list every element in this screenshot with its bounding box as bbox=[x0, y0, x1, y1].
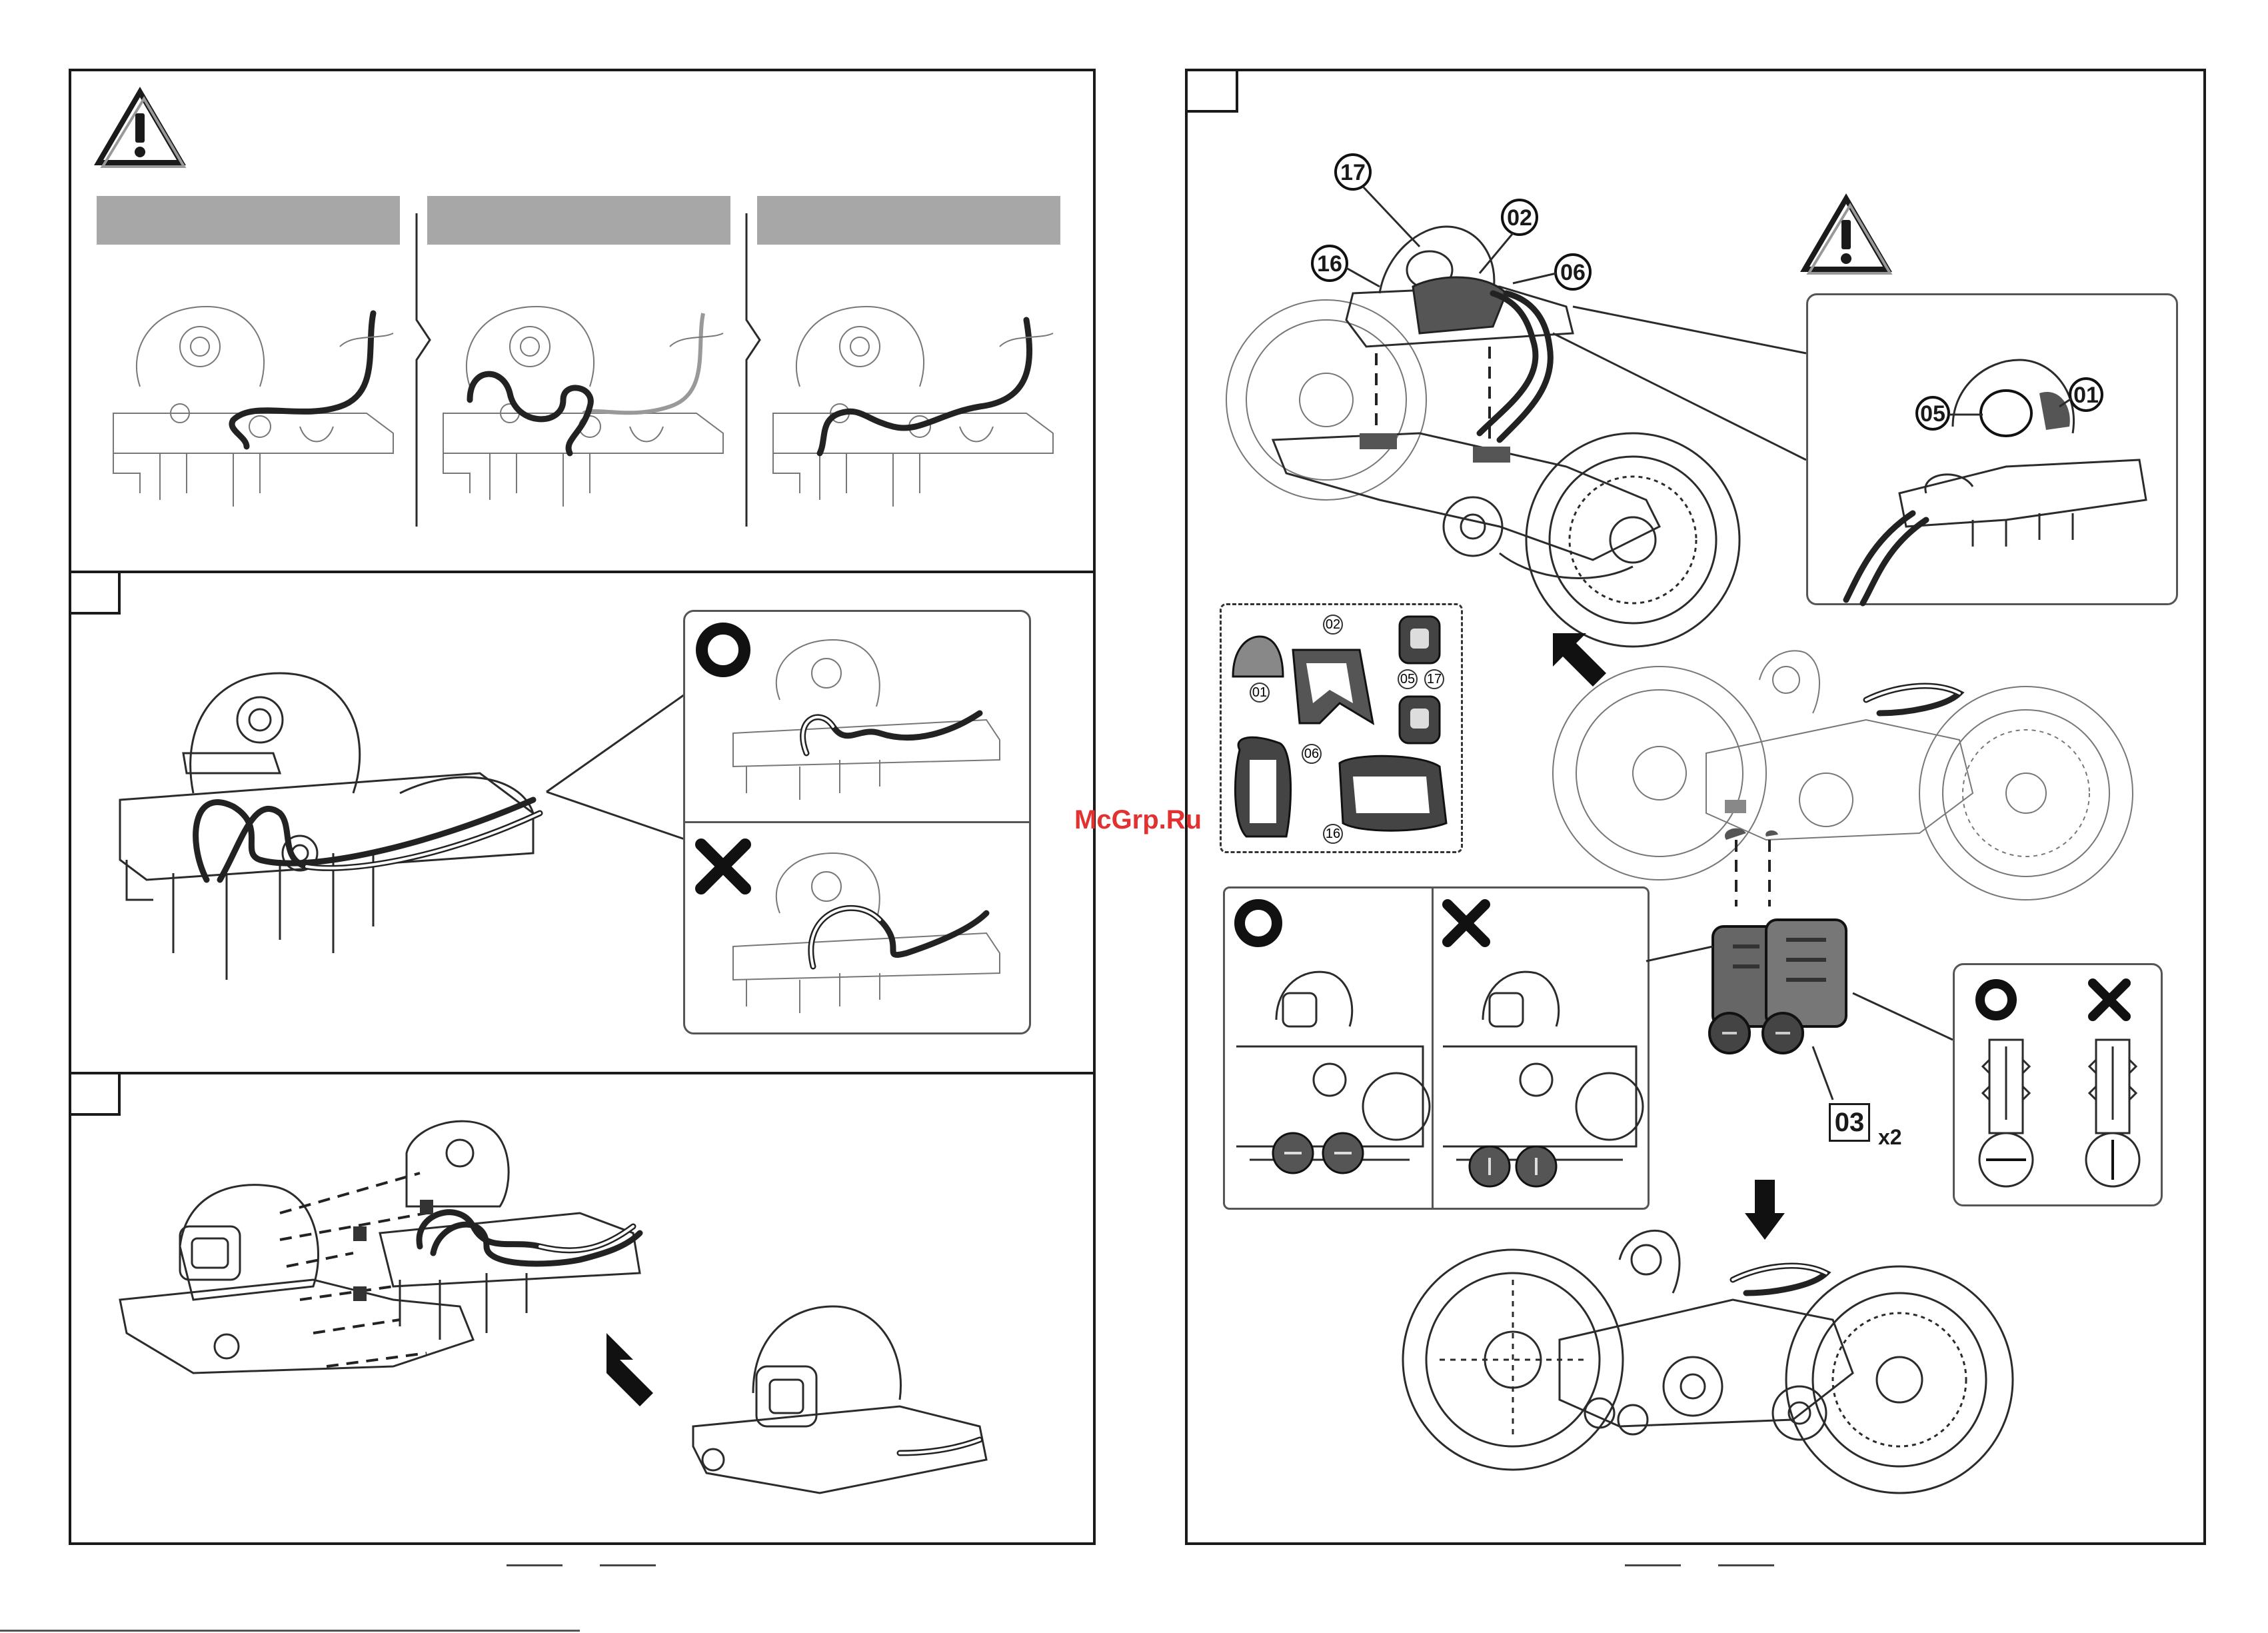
svg-text:06: 06 bbox=[1304, 747, 1319, 761]
watermark: McGrp.Ru bbox=[1074, 805, 1202, 835]
ng-wheel-orientation-illustration bbox=[1436, 946, 1643, 1206]
part-quantity: x2 bbox=[1878, 1125, 1902, 1150]
ok-peg-illustration bbox=[1973, 1033, 2039, 1200]
page-number-line bbox=[1718, 1564, 1774, 1566]
svg-text:01: 01 bbox=[1252, 685, 1267, 700]
svg-text:01: 01 bbox=[2073, 383, 2099, 408]
svg-text:17: 17 bbox=[1340, 160, 1366, 185]
cross-ng-icon bbox=[2086, 976, 2133, 1023]
svg-text:06: 06 bbox=[1560, 260, 1586, 285]
part-label-16: 16 bbox=[1312, 246, 1380, 287]
comparison-divider bbox=[1432, 888, 1434, 1208]
page-number-line bbox=[507, 1564, 563, 1566]
part-label-17: 17 bbox=[1336, 155, 1420, 247]
bike-complete-illustration bbox=[1400, 1213, 2026, 1513]
ok-wire-illustration bbox=[706, 633, 1026, 807]
svg-text:02: 02 bbox=[1507, 205, 1532, 231]
scan-edge-line bbox=[0, 1630, 580, 1632]
comparison-divider bbox=[685, 821, 1029, 823]
warning-triangle-icon bbox=[1799, 193, 1893, 275]
circle-ok-icon bbox=[1232, 896, 1285, 950]
page-number-line bbox=[1625, 1564, 1681, 1566]
callout-lines bbox=[1853, 993, 1959, 1046]
circle-ok-icon bbox=[1973, 976, 2019, 1023]
part-label-06: 06 bbox=[1513, 255, 1590, 289]
part-number-box: 03 bbox=[1829, 1103, 1870, 1142]
svg-text:17: 17 bbox=[1427, 672, 1442, 687]
sticker-shapes: 01 02 05 17 06 16 bbox=[1220, 603, 1463, 853]
ng-peg-illustration bbox=[2079, 1033, 2146, 1200]
head-attach-illustration bbox=[113, 1113, 1046, 1526]
svg-text:16: 16 bbox=[1317, 251, 1342, 277]
svg-text:16: 16 bbox=[1326, 826, 1340, 841]
svg-text:02: 02 bbox=[1326, 617, 1340, 632]
ok-wheel-orientation-illustration bbox=[1230, 946, 1430, 1206]
page-number-line bbox=[600, 1564, 656, 1566]
callout-lines bbox=[1646, 946, 1726, 1026]
part-label-05: 05 bbox=[1917, 397, 1983, 429]
bike-exploded-illustration: 17 02 16 06 bbox=[1220, 153, 1786, 673]
seat-detail-illustration: 05 01 bbox=[1806, 293, 2178, 605]
ng-wire-illustration bbox=[706, 846, 1026, 1026]
cross-ng-icon bbox=[1440, 896, 1493, 950]
svg-text:05: 05 bbox=[1920, 401, 1945, 427]
step-number-box bbox=[1185, 69, 1238, 113]
part-label-02: 02 bbox=[1480, 200, 1537, 273]
svg-text:05: 05 bbox=[1400, 672, 1415, 687]
